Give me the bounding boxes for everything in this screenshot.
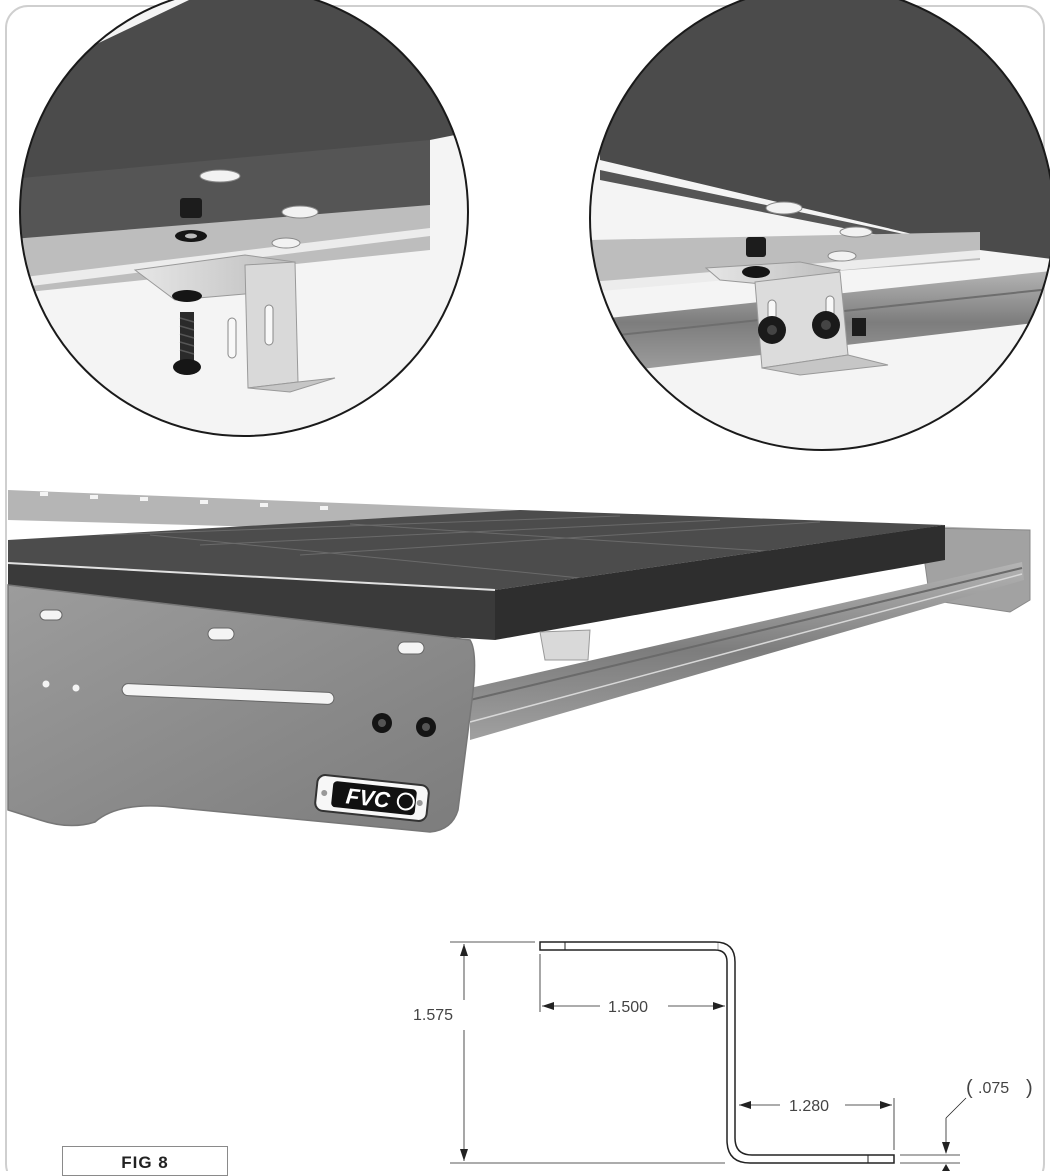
- brand-badge-text: FVC: [345, 783, 392, 813]
- bracket-profile-outer: [539, 941, 895, 1164]
- detail-circle-assembled: [589, 0, 1050, 451]
- detail-circle-exploded: [19, 0, 469, 437]
- dim-thickness-open: (: [966, 1077, 973, 1099]
- dim-bottom-flange: 1.280: [789, 1098, 829, 1115]
- main-assembly: [7, 490, 1031, 833]
- flame-logo-icon: [396, 792, 415, 811]
- dim-thickness: .075: [978, 1080, 1009, 1097]
- bracket-profile-drawing: 1.575 1.500 1.280 ( .075 ): [413, 941, 1033, 1171]
- figure-label: FIG 8: [62, 1146, 228, 1176]
- dim-thickness-close: ): [1026, 1077, 1033, 1099]
- brand-badge: FVC: [314, 774, 430, 822]
- dim-top-flange: 1.500: [608, 999, 648, 1016]
- dim-height: 1.575: [413, 1007, 453, 1024]
